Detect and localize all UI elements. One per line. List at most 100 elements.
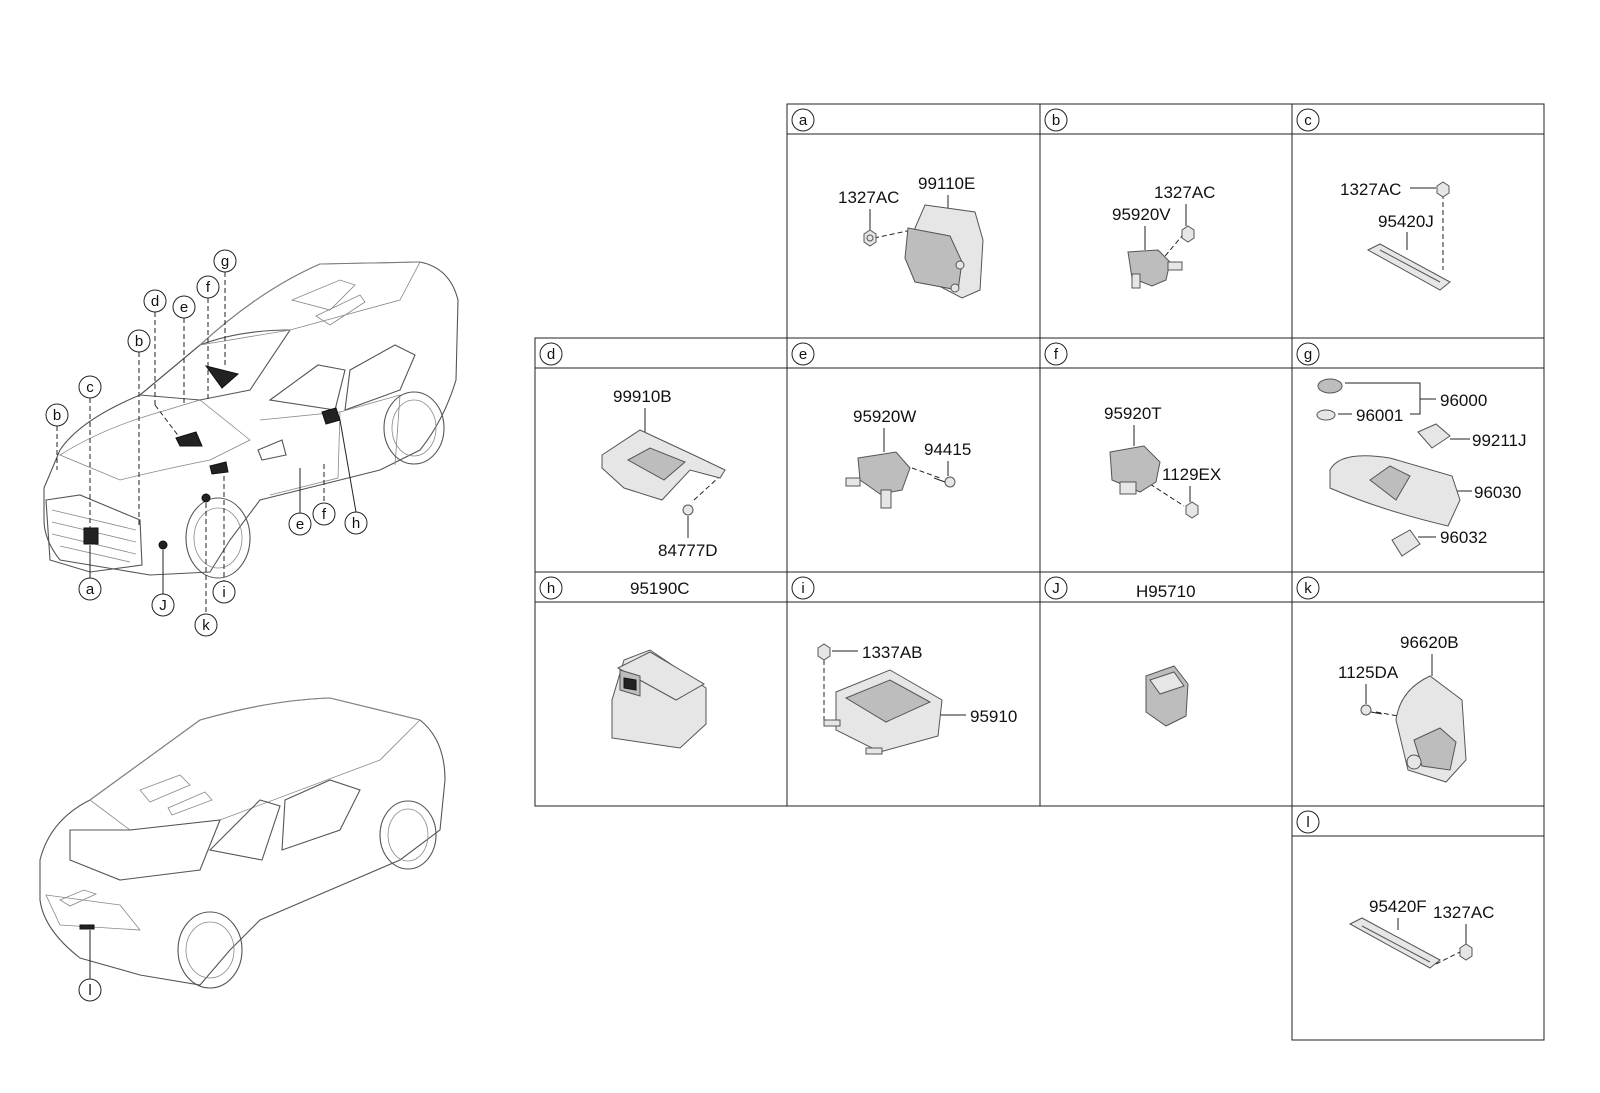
- control-module-icon-h: [611, 649, 707, 749]
- cell-j-letter: J: [1052, 580, 1060, 597]
- svg-text:f: f: [206, 279, 211, 296]
- part-label-1327AC-l: 1327AC: [1433, 903, 1494, 922]
- callout-h: h: [344, 511, 368, 535]
- cell-e-letter-circle: [791, 342, 815, 366]
- callout-c: c: [78, 375, 102, 399]
- callout-d: d: [143, 289, 167, 313]
- cell-d-letter-circle: [539, 342, 563, 366]
- impact-sensor-icon-f: [1109, 445, 1161, 495]
- part-label-84777D: 84777D: [658, 541, 718, 560]
- bracket-icon-g: [1417, 423, 1451, 449]
- rain-sensor-icon: [1316, 378, 1343, 421]
- svg-text:d: d: [151, 293, 159, 310]
- callout-i: i: [212, 580, 236, 604]
- part-label-95910: 95910: [970, 707, 1017, 726]
- part-label-95190C: 95190C: [630, 579, 690, 598]
- cell-l-letter-circle: [1296, 810, 1320, 834]
- cell-l: l 95420F 1327AC: [1296, 810, 1494, 969]
- svg-text:e: e: [180, 299, 188, 316]
- location-h-marker: [321, 407, 341, 425]
- callout-e: e: [172, 295, 196, 319]
- svg-text:l: l: [88, 982, 91, 999]
- part-label-99211J: 99211J: [1472, 431, 1527, 450]
- svg-text:g: g: [221, 253, 229, 270]
- cell-a: a 1327AC 99110E: [791, 108, 984, 299]
- svg-text:a: a: [86, 581, 95, 598]
- location-g-marker: [204, 365, 240, 389]
- cell-j: J H95710: [1044, 576, 1196, 727]
- cell-g: g 96000 96001 99211J 96030 96032: [1296, 342, 1527, 557]
- svg-text:b: b: [135, 333, 143, 350]
- part-label-95920T: 95920T: [1104, 404, 1162, 423]
- cell-f-letter-circle: [1044, 342, 1068, 366]
- cell-e: e 95920W 94415: [791, 342, 971, 509]
- cell-k: k 96620B 1125DA: [1296, 576, 1467, 783]
- antenna-bar-icon-c: [1366, 243, 1451, 291]
- callout-e-side: e: [288, 512, 312, 536]
- part-label-1337AB: 1337AB: [862, 643, 923, 662]
- part-label-99110E: 99110E: [918, 174, 975, 193]
- mirror-cover-icon: [1329, 455, 1461, 527]
- nut-icon-i: [817, 643, 831, 661]
- cell-k-letter-circle: [1296, 576, 1320, 600]
- part-label-94415: 94415: [924, 440, 971, 459]
- svg-text:k: k: [202, 617, 210, 634]
- nut-icon-b: [1181, 225, 1195, 243]
- part-label-1327AC-b: 1327AC: [1154, 183, 1215, 202]
- part-label-1327AC-a: 1327AC: [838, 188, 899, 207]
- svg-text:c: c: [86, 379, 94, 396]
- part-label-1129EX: 1129EX: [1162, 465, 1221, 484]
- cell-c-letter-circle: [1296, 108, 1320, 132]
- cell-a-letter-circle: [791, 108, 815, 132]
- cell-g-letter-circle: [1296, 342, 1320, 366]
- nut-icon-l: [1459, 943, 1473, 961]
- cell-e-letter: e: [799, 346, 807, 363]
- bolt-icon-e: [933, 476, 956, 488]
- callout-f-side: f: [312, 502, 336, 526]
- svg-text:J: J: [159, 597, 167, 614]
- part-label-1125DA: 1125DA: [1338, 663, 1399, 682]
- cell-a-letter: a: [799, 112, 808, 129]
- location-j-marker: [158, 540, 168, 550]
- cell-c: c 1327AC 95420J: [1296, 108, 1451, 291]
- impact-sensor-icon-e: [845, 451, 911, 509]
- cell-f: f 95920T 1129EX: [1044, 342, 1221, 519]
- cell-h-letter: h: [547, 580, 555, 597]
- svg-text:i: i: [222, 584, 225, 601]
- cell-b: b 1327AC 95920V: [1044, 108, 1215, 289]
- svg-text:e: e: [296, 516, 304, 533]
- cell-g-letter: g: [1304, 346, 1312, 363]
- cell-b-letter: b: [1052, 112, 1060, 129]
- callout-g: g: [213, 249, 237, 273]
- cell-d-letter: d: [547, 346, 555, 363]
- part-label-96620B: 96620B: [1400, 633, 1459, 652]
- antenna-bar-icon-l: [1348, 917, 1441, 969]
- part-label-96001: 96001: [1356, 406, 1403, 425]
- cell-i: i 1337AB 95910: [791, 576, 1017, 755]
- part-label-95920W: 95920W: [853, 407, 916, 426]
- rear-vehicle-view: l: [39, 697, 446, 1002]
- callout-a: a: [78, 577, 102, 601]
- screw-icon-k: [1360, 704, 1383, 716]
- nut-icon-c: [1436, 181, 1450, 198]
- part-label-99910B: 99910B: [613, 387, 672, 406]
- callout-k: k: [194, 613, 218, 637]
- cell-b-letter-circle: [1044, 108, 1068, 132]
- bracket-nut-icon: [863, 229, 877, 247]
- part-label-1327AC-c: 1327AC: [1340, 180, 1401, 199]
- callout-l: l: [78, 978, 102, 1002]
- svg-text:f: f: [322, 506, 327, 523]
- part-label-96000: 96000: [1440, 391, 1487, 410]
- parts-table-grid: [534, 103, 1545, 1041]
- bracket-icon-d: [601, 429, 726, 501]
- cell-d: d 99910B 84777D: [539, 342, 726, 560]
- sensor-unit-icon-j: [1145, 665, 1189, 727]
- impact-sensor-icon-b: [1127, 249, 1183, 289]
- location-l-marker: [79, 924, 95, 930]
- cell-j-letter-circle: [1044, 576, 1068, 600]
- part-label-95420J: 95420J: [1378, 212, 1434, 231]
- cell-i-letter: i: [801, 580, 804, 597]
- radar-module-icon: [904, 204, 984, 299]
- front-vehicle-view: g d e f b c b a J k i e f h: [43, 249, 459, 637]
